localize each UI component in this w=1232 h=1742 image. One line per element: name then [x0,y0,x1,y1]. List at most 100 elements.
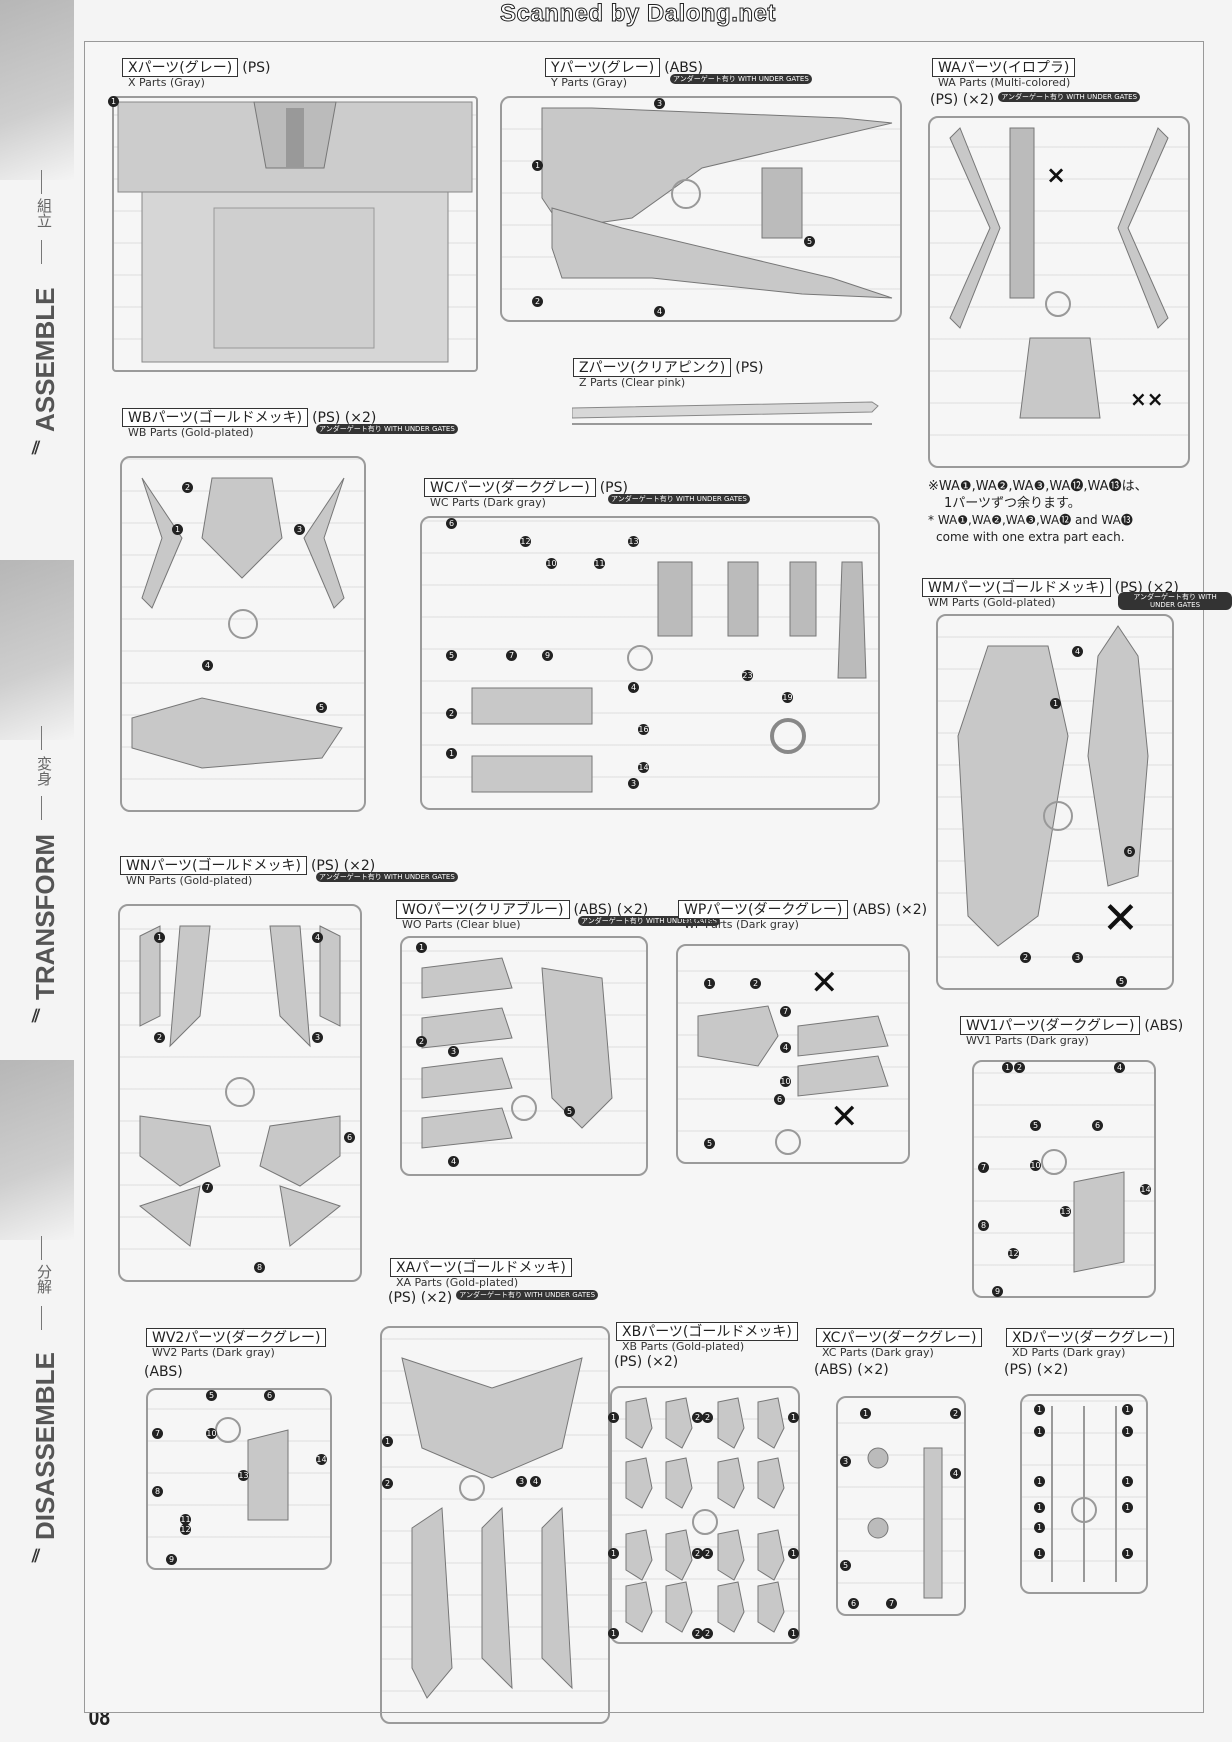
xb-parts-label: XBパーツ(ゴールドメッキ) XB Parts (Gold-plated) [616,1322,798,1353]
part-number-marker: 6 [848,1598,859,1609]
xc-parts-label: XCパーツ(ダークグレー) XC Parts (Dark gray) [816,1328,983,1359]
parts-subtitle: Y Parts (Gray) [551,76,628,89]
part-number-marker: 1 [788,1628,799,1639]
part-number-marker: 4 [780,1042,791,1053]
note-line: 1パーツずつ余ります。 [944,496,1081,511]
unused-part-x-icon: ✕ [810,963,839,1003]
z-parts-label: Zパーツ(クリアピンク)(PS) Z Parts (Clear pink) [573,358,764,389]
wv1-parts-sprue: 1 2 4 5 6 7 10 14 13 8 12 9 [972,1060,1156,1298]
part-number-marker: 7 [978,1162,989,1173]
under-gates-badge: アンダーゲート有り WITH UNDER GATES [608,494,750,504]
part-number-marker: 7 [506,650,517,661]
part-number-marker: 6 [344,1132,355,1143]
wa-extra-note: ※WA❶,WA❷,WA❸,WA⓬,WA⓭は、 1パーツずつ余ります。 * WA❶… [928,478,1148,546]
parts-subtitle: XD Parts (Dark gray) [1012,1346,1126,1359]
wn-parts-label: WNパーツ(ゴールドメッキ)(PS) (×2) WN Parts (Gold-p… [120,856,375,887]
part-number-marker: 6 [1124,846,1135,857]
slash-icon: ⫽ [32,438,41,459]
part-number-marker: 5 [206,1390,217,1401]
disassemble-label: DISASSEMBLE [30,1352,60,1540]
part-number-marker: 1 [1034,1502,1045,1513]
wc-parts-label: WCパーツ(ダークグレー)(PS) WC Parts (Dark gray) [424,478,628,509]
wp-parts-sprue: 1 2 7 4 10 6 5 ✕ ✕ [676,944,910,1164]
y-parts-sprue: 3 1 5 2 4 [500,96,902,322]
part-number-marker: 1 [1034,1548,1045,1559]
x-parts-label: Xパーツ(グレー)(PS) X Parts (Gray) [122,58,271,89]
part-number-marker: 1 [608,1412,619,1423]
part-number-marker: 3 [1072,952,1083,963]
parts-spec: (ABS) (×2) [573,902,649,918]
part-number-marker: 12 [520,536,531,547]
y-parts-label: Yパーツ(グレー)(ABS) Y Parts (Gray) [545,58,703,89]
parts-subtitle: WN Parts (Gold-plated) [126,874,253,887]
part-number-marker: 2 [702,1628,713,1639]
unused-part-x-icon: ✕ [1102,893,1139,944]
part-number-marker: 5 [446,650,457,661]
transform-ja-label: 変身 [35,756,53,786]
slash-icon: ⫽ [32,1546,41,1567]
disassemble-ja-label: 分解 [35,1264,53,1294]
part-number-marker: 1 [1122,1404,1133,1415]
part-number-marker: 11 [594,558,605,569]
parts-subtitle: X Parts (Gray) [128,76,205,89]
note-line: come with one extra part each. [936,530,1125,544]
part-number-marker: 4 [202,660,213,671]
part-number-marker: 4 [448,1156,459,1167]
unused-part-x-icon: ×× [1130,387,1164,411]
part-number-marker: 1 [172,524,183,535]
wo-parts-label: WOパーツ(クリアブルー)(ABS) (×2) WO Parts (Clear … [396,900,649,931]
note-line: * WA❶,WA❷,WA❸,WA⓬ and WA⓭ [928,513,1133,527]
part-number-marker: 2 [532,296,543,307]
part-number-marker: 1 [416,942,427,953]
part-number-marker: 3 [448,1046,459,1057]
part-number-marker: 13 [628,536,639,547]
assemble-ja-label: 組立 [35,198,53,228]
part-number-marker: 8 [152,1486,163,1497]
part-number-marker: 14 [316,1454,327,1465]
parts-spec: (PS) [735,360,764,376]
parts-subtitle: WP Parts (Dark gray) [684,918,799,931]
part-number-marker: 1 [154,932,165,943]
parts-subtitle: Z Parts (Clear pink) [579,376,686,389]
part-number-marker: 4 [1072,646,1083,657]
wn-parts-sprue: 1 4 2 3 6 7 8 [118,904,362,1282]
parts-title: XAパーツ(ゴールドメッキ) [390,1258,572,1277]
part-number-marker: 7 [152,1428,163,1439]
part-number-marker: 10 [780,1076,791,1087]
parts-subtitle: WA Parts (Multi-colored) [938,76,1071,89]
parts-title: XCパーツ(ダークグレー) [816,1328,983,1347]
unused-part-x-icon: ✕ [830,1097,859,1137]
xa-parts-sprue: 1 2 3 4 [380,1326,610,1724]
divider [41,726,42,750]
parts-title: Zパーツ(クリアピンク) [573,358,732,377]
xd-parts-label: XDパーツ(ダークグレー) XD Parts (Dark gray) [1006,1328,1175,1359]
parts-title: WV1パーツ(ダークグレー) [960,1016,1141,1035]
parts-subtitle: WB Parts (Gold-plated) [128,426,254,439]
part-number-marker: 1 [1034,1522,1045,1533]
divider [41,796,42,820]
divider [41,170,42,194]
parts-title: WOパーツ(クリアブルー) [396,900,570,919]
xc-parts-sprue: 1 2 3 4 5 6 7 [836,1396,966,1616]
sidebar-stripe [0,1060,74,1240]
wv1-parts-label: WV1パーツ(ダークグレー)(ABS) WV1 Parts (Dark gray… [960,1016,1183,1047]
part-number-marker: 1 [608,1548,619,1559]
part-number-marker: 10 [206,1428,217,1439]
wa-parts-spec-row: (PS) (×2)アンダーゲート有り WITH UNDER GATES [930,92,1141,108]
part-number-marker: 1 [1034,1426,1045,1437]
xc-parts-spec-row: (ABS) (×2) [814,1362,889,1378]
part-number-marker: 7 [886,1598,897,1609]
x-parts-sprue: 1 [108,96,478,372]
part-number-marker: 3 [312,1032,323,1043]
wa-parts-label: WAパーツ(イロプラ) WA Parts (Multi-colored) [932,58,1076,89]
parts-spec: (ABS) (×2) [814,1362,889,1378]
parts-spec: (PS) (×2) [614,1354,679,1370]
parts-subtitle: XA Parts (Gold-plated) [396,1276,519,1289]
parts-subtitle: XB Parts (Gold-plated) [622,1340,745,1353]
wc-parts-sprue: 6 12 13 10 11 5 7 9 2 1 4 3 23 19 16 14 [420,516,880,810]
parts-spec: (PS) [242,60,271,76]
part-number-marker: 6 [774,1094,785,1105]
assemble-label: ASSEMBLE [30,287,60,432]
unused-part-x-icon: × [1046,161,1067,189]
